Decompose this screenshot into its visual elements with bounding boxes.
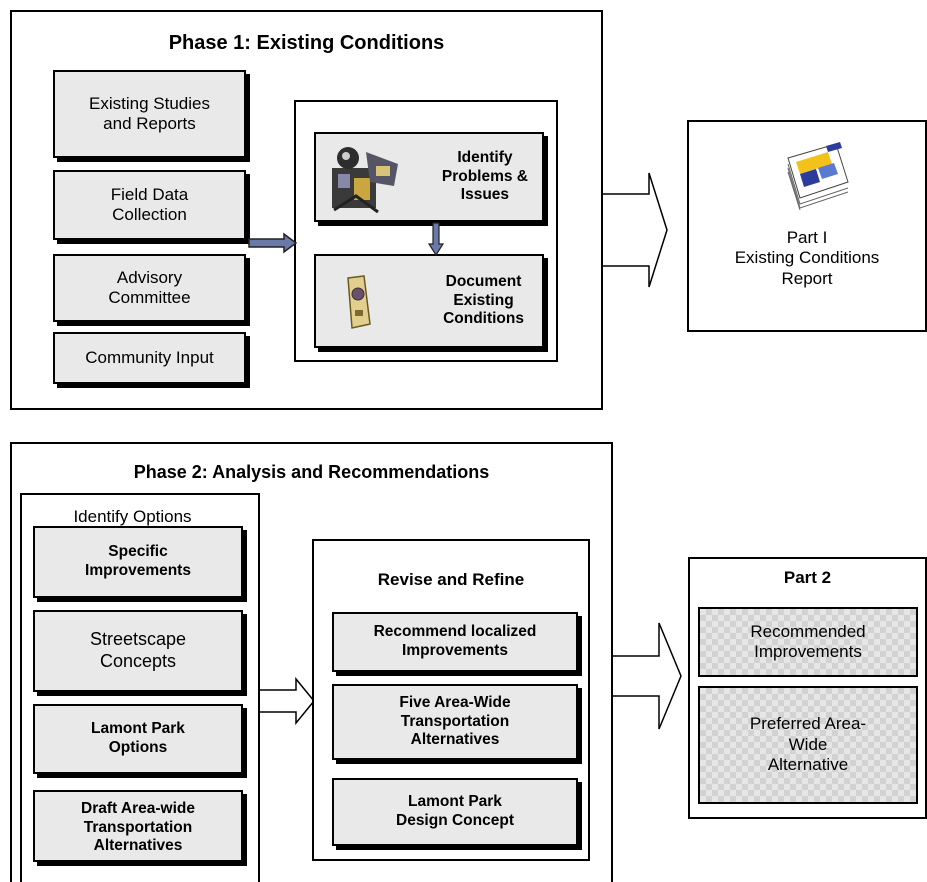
option-specific-improvements: Specific Improvements — [33, 526, 243, 598]
revise-localized-improvements: Recommend localized Improvements — [332, 612, 578, 672]
options-to-revise-arrow — [260, 676, 315, 726]
option-draft-alternatives: Draft Area-wide Transportation Alternati… — [33, 790, 243, 862]
part2-title: Part 2 — [783, 568, 832, 587]
input-field-data: Field Data Collection — [53, 170, 246, 240]
document-conditions-label: Document Existing Conditions — [443, 273, 524, 328]
option-draft-alternatives-label: Draft Area-wide Transportation Alternati… — [81, 800, 195, 855]
part2-preferred-alternative: Preferred Area- Wide Alternative — [698, 686, 918, 804]
tag-icon — [347, 275, 371, 329]
clipart-collage-icon — [332, 147, 398, 214]
input-community: Community Input — [53, 332, 246, 384]
phase1-to-report-arrow — [603, 172, 668, 288]
revise-title: Revise and Refine — [377, 570, 525, 589]
field-data-arrow — [248, 232, 298, 254]
identify-problems-label: Identify Problems & Issues — [441, 149, 528, 204]
input-existing-studies: Existing Studies and Reports — [53, 70, 246, 158]
options-title: Identify Options — [73, 507, 192, 526]
phase1-title: Phase 1: Existing Conditions — [168, 32, 445, 54]
revise-lamont-park-concept: Lamont Park Design Concept — [332, 778, 578, 846]
option-lamont-park: Lamont Park Options — [33, 704, 243, 774]
revise-to-part2-arrow — [613, 622, 682, 730]
input-advisory-committee: Advisory Committee — [53, 254, 246, 322]
revise-five-alternatives: Five Area-Wide Transportation Alternativ… — [332, 684, 578, 760]
option-streetscape: Streetscape Concepts — [33, 610, 243, 692]
phase2-title: Phase 2: Analysis and Recommendations — [133, 462, 490, 482]
identify-problems-box: Identify Problems & Issues — [314, 132, 544, 222]
identify-to-document-arrow — [427, 222, 445, 257]
report-label: Part I Existing Conditions Report — [734, 228, 880, 288]
part2-recommended-improvements: Recommended Improvements — [698, 607, 918, 677]
report-stack-icon — [787, 142, 849, 211]
